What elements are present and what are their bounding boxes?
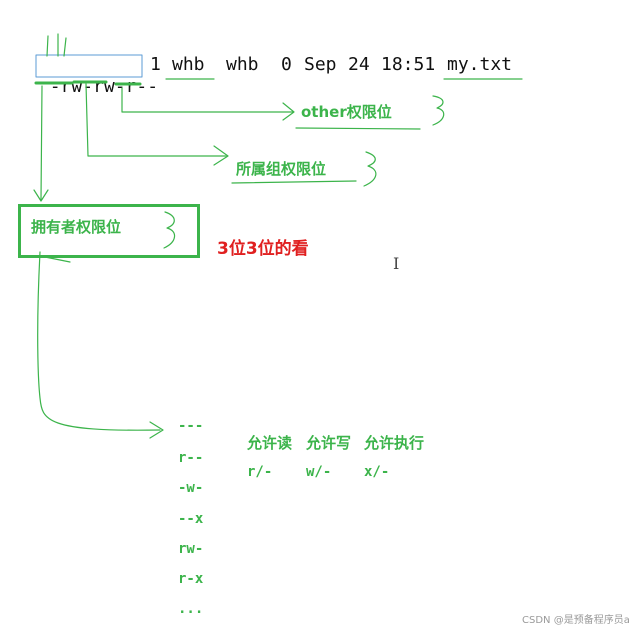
- list-arrow-line: [37, 251, 161, 431]
- list-arrow-head: [149, 421, 164, 439]
- ls-owner: whb: [172, 54, 205, 75]
- label-other-permissions: other权限位: [301, 103, 392, 121]
- ls-size: 0: [281, 54, 292, 75]
- ls-day: 24: [348, 54, 370, 75]
- ls-group: whb: [226, 54, 259, 75]
- label-group-permissions: 所属组权限位: [236, 160, 327, 178]
- group-brace: [363, 151, 377, 187]
- meaning-value-read: r/-: [247, 464, 273, 480]
- combo-item: r--: [178, 450, 204, 466]
- other-arrow-head: [282, 102, 295, 121]
- combo-item: --x: [178, 511, 204, 527]
- text-cursor-icon: I: [393, 254, 400, 273]
- group-arrow-head: [213, 145, 229, 166]
- meaning-header-write: 允许写: [306, 434, 352, 452]
- tick-mark: [46, 35, 49, 57]
- meaning-value-write: w/-: [306, 464, 332, 480]
- meaning-header-read: 允许读: [247, 434, 293, 452]
- combo-item: rw-: [178, 541, 204, 557]
- ls-leading-dash: -: [49, 76, 61, 97]
- other-underline: [295, 127, 421, 130]
- ls-links: 1: [150, 54, 161, 75]
- owner-arrow-head: [33, 189, 49, 202]
- meaning-header-execute: 允许执行: [364, 434, 425, 452]
- owner-arrow-line: [40, 85, 43, 201]
- combo-item: r-x: [178, 571, 204, 587]
- group-underline: [231, 180, 357, 184]
- ls-permissions: rw-rw-r--: [60, 76, 159, 97]
- watermark: CSDN @是预备程序员a: [522, 615, 630, 626]
- meaning-value-execute: x/-: [364, 464, 390, 480]
- note-read-in-threes: 3位3位的看: [217, 239, 309, 259]
- other-brace: [432, 95, 445, 126]
- combo-item: ---: [178, 418, 204, 434]
- ls-filename: my.txt: [447, 54, 513, 75]
- ls-line: -rw-rw-r--: [28, 54, 158, 98]
- combo-item: ...: [178, 601, 204, 617]
- ls-month: Sep: [304, 54, 337, 75]
- ls-time: 18:51: [381, 54, 436, 75]
- combo-item: -w-: [178, 480, 204, 496]
- label-owner-permissions: 拥有者权限位: [31, 218, 122, 236]
